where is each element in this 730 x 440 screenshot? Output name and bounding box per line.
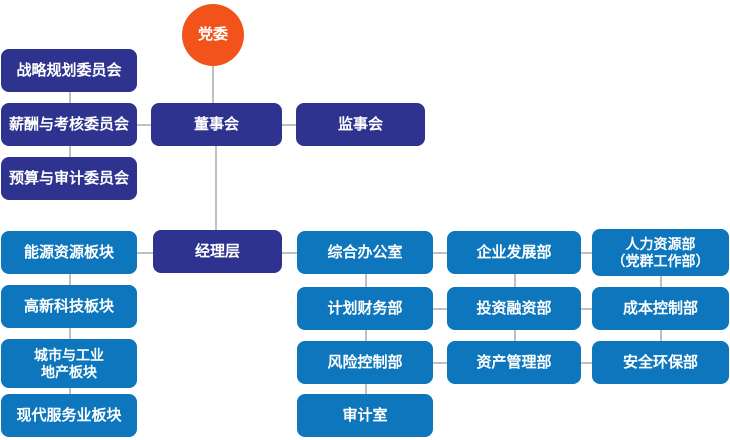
node-dept-asset-management: 资产管理部 <box>447 341 581 384</box>
node-label: 战略规划委员会 <box>16 61 122 79</box>
node-committee-strategic-planning: 战略规划委员会 <box>1 49 137 92</box>
node-label: 审计室 <box>342 406 388 424</box>
node-label: 计划财务部 <box>327 299 403 317</box>
connector-party-board <box>212 64 214 103</box>
connector-col1-col2-row1 <box>433 252 447 254</box>
connector-col1-col2-row2 <box>433 308 447 310</box>
connector-col1-3-4 <box>365 384 367 394</box>
node-party-committee: 党委 <box>182 4 244 66</box>
connector-col2-col3-row1 <box>581 252 592 254</box>
connector-col1-2-3 <box>365 330 367 341</box>
node-label: 监事会 <box>337 115 383 133</box>
node-label: 预算与审计委员会 <box>8 169 129 187</box>
node-sector-urban-industrial-real-estate: 城市与工业 地产板块 <box>1 339 137 388</box>
node-label: 党委 <box>197 26 228 43</box>
node-label-line2: （党群工作部） <box>611 252 710 269</box>
node-committee-compensation-assessment: 薪酬与考核委员会 <box>1 103 137 146</box>
connector-col3-1-2 <box>660 276 662 287</box>
node-dept-investment-financing: 投资融资部 <box>447 287 581 330</box>
node-label-line1: 城市与工业 <box>34 346 104 363</box>
node-sector-high-tech: 高新科技板块 <box>1 285 137 328</box>
node-label: 企业发展部 <box>476 243 552 261</box>
node-supervisory-board: 监事会 <box>296 103 425 146</box>
node-committee-budget-audit: 预算与审计委员会 <box>1 157 137 200</box>
node-dept-safety-environment: 安全环保部 <box>592 341 729 384</box>
node-dept-human-resources-party-mass: 人力资源部 （党群工作部） <box>592 229 729 276</box>
connector-sector-1-2 <box>69 274 71 285</box>
node-label: 成本控制部 <box>622 299 698 317</box>
connector-col1-1-2 <box>365 274 367 287</box>
node-dept-planning-finance: 计划财务部 <box>297 287 433 330</box>
node-sector-energy-resources: 能源资源板块 <box>1 231 137 274</box>
node-board-of-directors: 董事会 <box>151 103 282 146</box>
connector-col3-2-3 <box>660 330 662 341</box>
connector-committee-1-2 <box>69 92 71 103</box>
node-label: 薪酬与考核委员会 <box>8 115 129 133</box>
connector-col2-2-3 <box>514 330 516 341</box>
connector-col2-col3-row2 <box>581 308 592 310</box>
node-label: 现代服务业板块 <box>16 406 122 424</box>
connector-management-col1 <box>282 252 297 254</box>
node-label: 风险控制部 <box>327 353 403 371</box>
node-label: 安全环保部 <box>622 353 698 371</box>
connector-col2-1-2 <box>514 274 516 287</box>
node-label: 能源资源板块 <box>23 243 114 261</box>
connector-col2-col3-row3 <box>581 362 592 364</box>
node-dept-general-office: 综合办公室 <box>297 231 433 274</box>
node-label: 高新科技板块 <box>23 297 114 315</box>
node-label: 资产管理部 <box>476 353 552 371</box>
node-management-layer: 经理层 <box>153 230 282 273</box>
node-sector-modern-services: 现代服务业板块 <box>1 394 137 437</box>
connector-committee-2-3 <box>69 146 71 157</box>
connector-board-supervisory <box>282 124 296 126</box>
connector-col1-col2-row3 <box>433 362 447 364</box>
connector-board-management <box>215 146 217 230</box>
connector-sector-management <box>137 252 153 254</box>
node-label-line2: 地产板块 <box>41 363 97 380</box>
connector-sector-2-3 <box>69 328 71 339</box>
connector-sector-3-4 <box>69 388 71 394</box>
connector-committee-board <box>137 124 151 126</box>
node-dept-cost-control: 成本控制部 <box>592 287 729 330</box>
node-dept-enterprise-development: 企业发展部 <box>447 231 581 274</box>
node-dept-risk-control: 风险控制部 <box>297 341 433 384</box>
node-label: 投资融资部 <box>476 299 552 317</box>
node-dept-audit-office: 审计室 <box>297 394 433 437</box>
node-label: 董事会 <box>193 115 239 133</box>
node-label: 经理层 <box>194 242 240 260</box>
node-label: 综合办公室 <box>327 243 403 261</box>
node-label-line1: 人力资源部 <box>625 235 696 252</box>
